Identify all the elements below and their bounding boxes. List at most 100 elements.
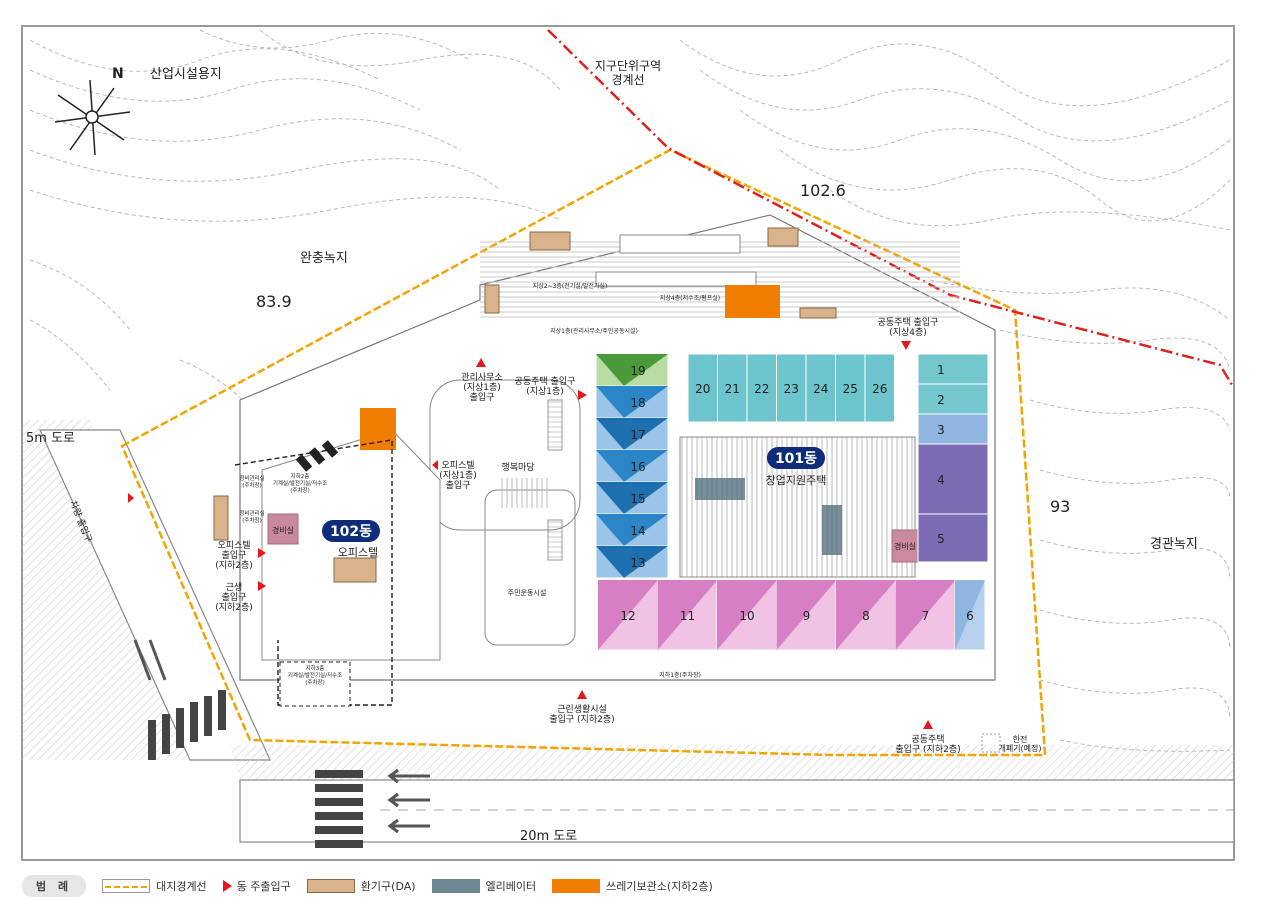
unit-7: 7 [895, 579, 956, 651]
elevation-93: 93 [1050, 497, 1070, 516]
unit-18: 18 [595, 385, 669, 419]
unit-17: 17 [595, 417, 669, 451]
unit-19-label: 19 [630, 364, 645, 378]
unit-12: 12 [597, 579, 659, 651]
unit-10-label: 10 [739, 609, 754, 623]
vent-2 [767, 227, 799, 247]
unit-9-label: 9 [803, 609, 811, 623]
sidewalk-hatch [230, 745, 1234, 780]
elevator-101-a [695, 478, 745, 500]
unit-21-label: 21 [725, 382, 740, 396]
unit-25-label: 25 [843, 382, 858, 396]
unit-12-label: 12 [620, 609, 635, 623]
unit-22: 22 [746, 353, 777, 423]
unit-15-label: 15 [630, 492, 645, 506]
vent-swatch [306, 879, 355, 893]
label-ug4-water: 지상4층(저수조/펌프실) [660, 294, 720, 302]
label-apt-entry-g4: 공동주택 출입구(지상4층) [878, 316, 939, 338]
unit-26: 26 [864, 353, 895, 423]
unit-6-label: 6 [966, 609, 974, 623]
unit-26-label: 26 [872, 382, 887, 396]
unit-22-label: 22 [754, 382, 769, 396]
unit-14: 14 [595, 513, 669, 547]
trash-storage-102 [360, 408, 396, 450]
unit-5: 5 [917, 513, 989, 563]
label-industrial: 산업시설용지 [150, 67, 222, 82]
entry-arrow-icon [222, 880, 232, 892]
label-road-5m: 5m 도로 [26, 431, 75, 446]
legend-vent: 환기구(DA) [306, 878, 416, 894]
unit-16-label: 16 [630, 460, 645, 474]
unit-14-label: 14 [630, 524, 645, 538]
label-guard-101: 경비실 [894, 541, 916, 551]
unit-8-label: 8 [862, 609, 870, 623]
vent-4 [799, 307, 837, 319]
elevation-83-9: 83.9 [256, 292, 292, 311]
legend-vent-label: 환기구(DA) [360, 880, 416, 893]
unit-17-label: 17 [630, 428, 645, 442]
unit-24: 24 [805, 353, 836, 423]
unit-21: 21 [717, 353, 748, 423]
label-ug1-mgmt: 지상1층(관리사무소/주민공동시설) [550, 327, 638, 335]
unit-24-label: 24 [813, 382, 828, 396]
label-guard-102: 경비실 [272, 525, 294, 535]
svg-text:N: N [112, 66, 124, 82]
contour-lines [29, 29, 1231, 752]
unit-15: 15 [595, 481, 669, 515]
unit-1-label: 1 [937, 363, 945, 377]
label-residents: 주민운동시설 [508, 588, 547, 597]
label-small-a: 정비관리실(주차장) [239, 474, 264, 489]
elevation-102-6: 102.6 [800, 181, 846, 200]
building-102-outline [261, 429, 441, 661]
guard-102 [267, 513, 299, 545]
badge-102-text: 102동 [330, 524, 372, 540]
unit-1: 1 [917, 353, 989, 385]
unit-13-label: 13 [630, 556, 645, 570]
legend-boundary: 대지경계선 [102, 878, 207, 894]
legend-entry: 동 주출입구 [222, 878, 291, 894]
label-happy-yard: 행복마당 [501, 461, 534, 473]
unit-16: 16 [595, 449, 669, 483]
label-apt-entry-g1: 공동주택 출입구(지상1층) [515, 375, 576, 397]
vent-102 [333, 557, 377, 583]
units-right-column: 1 2 3 45 [917, 353, 989, 563]
trash-storage-top [725, 285, 780, 318]
unit-3-label: 3 [937, 423, 945, 437]
legend: 범 례 대지경계선 동 주출입구 환기구(DA) 엘리베이터 쓰레기보관소(지하… [22, 874, 729, 898]
badge-102 [322, 520, 380, 542]
trash-swatch [552, 879, 601, 893]
unit-9: 9 [776, 579, 837, 651]
entry-arrows [128, 341, 933, 729]
happy-yard [429, 379, 581, 531]
legend-title: 범 례 [22, 875, 87, 897]
boundary-swatch [102, 879, 151, 893]
label-ug1-parking: 지하1층(주차장) [659, 671, 701, 679]
vent-3 [484, 284, 500, 314]
label-buffer-green: 완충녹지 [300, 251, 348, 266]
unit-23: 23 [776, 353, 807, 423]
legend-trash-label: 쓰레기보관소(지하2층) [606, 880, 713, 893]
crosswalk-bottom [315, 770, 363, 848]
unit-4: 4 [917, 443, 989, 515]
units-left-column: 19 18 17 16 15 14 13 [595, 353, 669, 579]
unit-19: 19 [595, 353, 669, 387]
elevator-101-b [822, 505, 842, 555]
legend-elevator: 엘리베이터 [431, 878, 536, 894]
unit-23-label: 23 [784, 382, 799, 396]
label-ug-elec: 지상2~3층(전기실/발전기실) [533, 282, 608, 290]
unit-2-label: 2 [937, 393, 945, 407]
label-road-20m: 20m 도로 [520, 829, 577, 844]
badge-101-text: 101동 [775, 451, 817, 467]
legend-boundary-label: 대지경계선 [156, 880, 207, 893]
unit-7-label: 7 [922, 609, 930, 623]
label-mgmt-office-entry: 관리사무소(지상1층)출입구 [461, 372, 502, 403]
unit-20-label: 20 [695, 382, 710, 396]
elevator-swatch [431, 879, 480, 893]
